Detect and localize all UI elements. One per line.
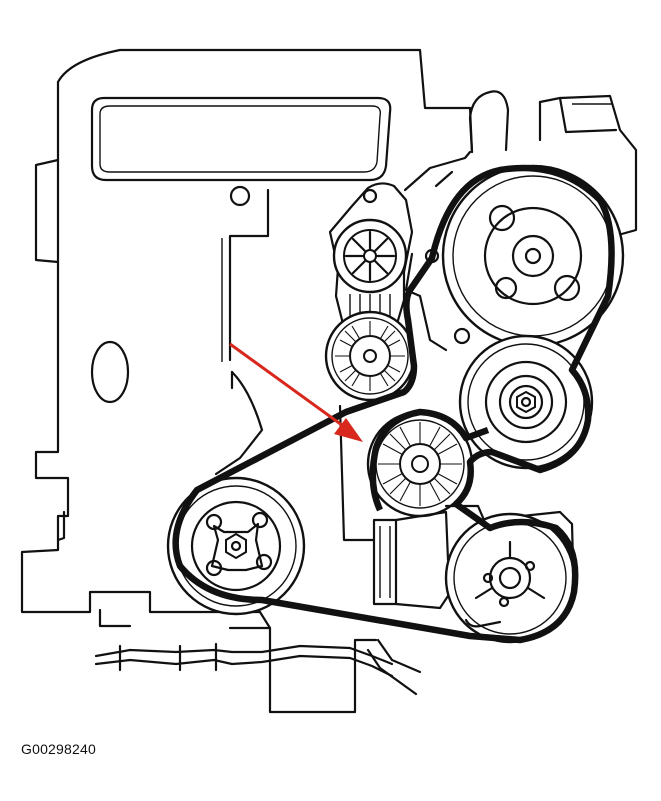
water-pump-pulley [444,504,576,644]
hose-line [94,638,422,696]
pointer-arrow [229,342,363,442]
oval-port [90,340,130,404]
timing-cover-panel [214,188,376,542]
belt-lower-span [369,408,490,512]
figure-caption: G00298240 [21,741,96,757]
idler-pulley-upper [324,310,416,402]
drive-belt [172,164,615,644]
lower-bracket [372,510,450,610]
engine-block [20,48,474,714]
bolt-hole [229,185,251,207]
bolt-hole [453,327,471,345]
cover-window [90,96,392,182]
power-steering-pulley [458,334,594,470]
accessory-bracket [403,90,638,352]
